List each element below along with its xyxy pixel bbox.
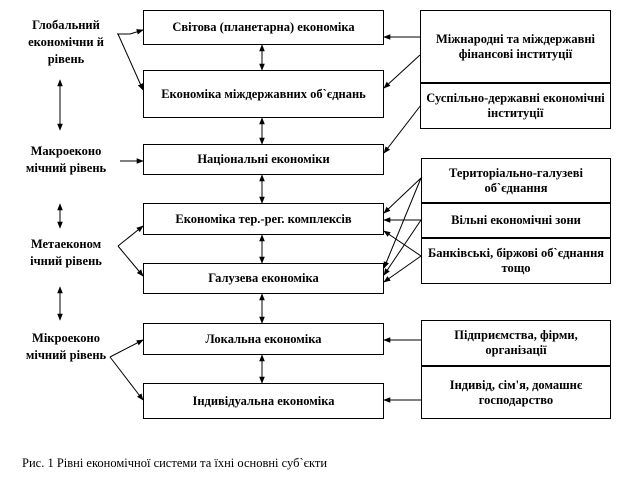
arrow-freezones-sectoral [383,219,422,276]
level-meta: Метаеконом ічний рівень [30,237,102,268]
arrow-terrsect-territorial [383,177,422,214]
box-individual-household: Індивід, сім'я, домашнє господарство [421,366,611,419]
box-territorial-sectoral: Територіально-галузеві об`єднання [421,158,611,203]
box-national-economy: Національні економіки [143,144,384,175]
pointer-micro-local [109,339,144,358]
arrow-banking-sectoral [383,255,422,283]
level-global: Глобальний економічни й рівень [28,18,104,66]
figure-caption: Рис. 1 Рівні економічної системи та їхні… [22,456,328,470]
pointer-meta-territorial [117,225,144,247]
arrow-banking-territorial [383,230,422,257]
box-public-state-institutions: Суспільно-державні економічні інституції [420,83,611,129]
box-territorial-economy: Економіка тер.-рег. комплексів [143,203,384,235]
box-enterprises: Підприємства, фірми, організації [421,320,611,366]
box-free-zones: Вільні економічні зони [421,203,611,238]
box-banking: Банківські, біржові об`єднання тощо [421,238,611,284]
box-world-economy: Світова (планетарна) економіка [143,10,384,45]
box-local-economy: Локальна економіка [143,323,384,355]
box-international-institutions: Міжнародні та міждержавні фінансові інст… [420,10,611,83]
arrow-international-interstate [383,54,421,89]
pointer-micro-individual [109,356,144,401]
box-interstate-economy: Економіка міждержавних об`єднань [143,70,384,118]
level-micro: Мікроеконо мічний рівень [25,331,107,362]
box-sectoral-economy: Галузева економіка [143,263,384,294]
arrow-terrsect-sectoral [383,177,422,269]
box-individual-economy: Індивідуальна економіка [143,383,384,419]
pointer-meta-sectoral [117,245,144,277]
pointer-global [117,29,144,35]
pointer-global-interstate [117,33,144,91]
level-macro: Макроеконо мічний рівень [25,144,107,175]
arrow-public-national [383,104,422,154]
